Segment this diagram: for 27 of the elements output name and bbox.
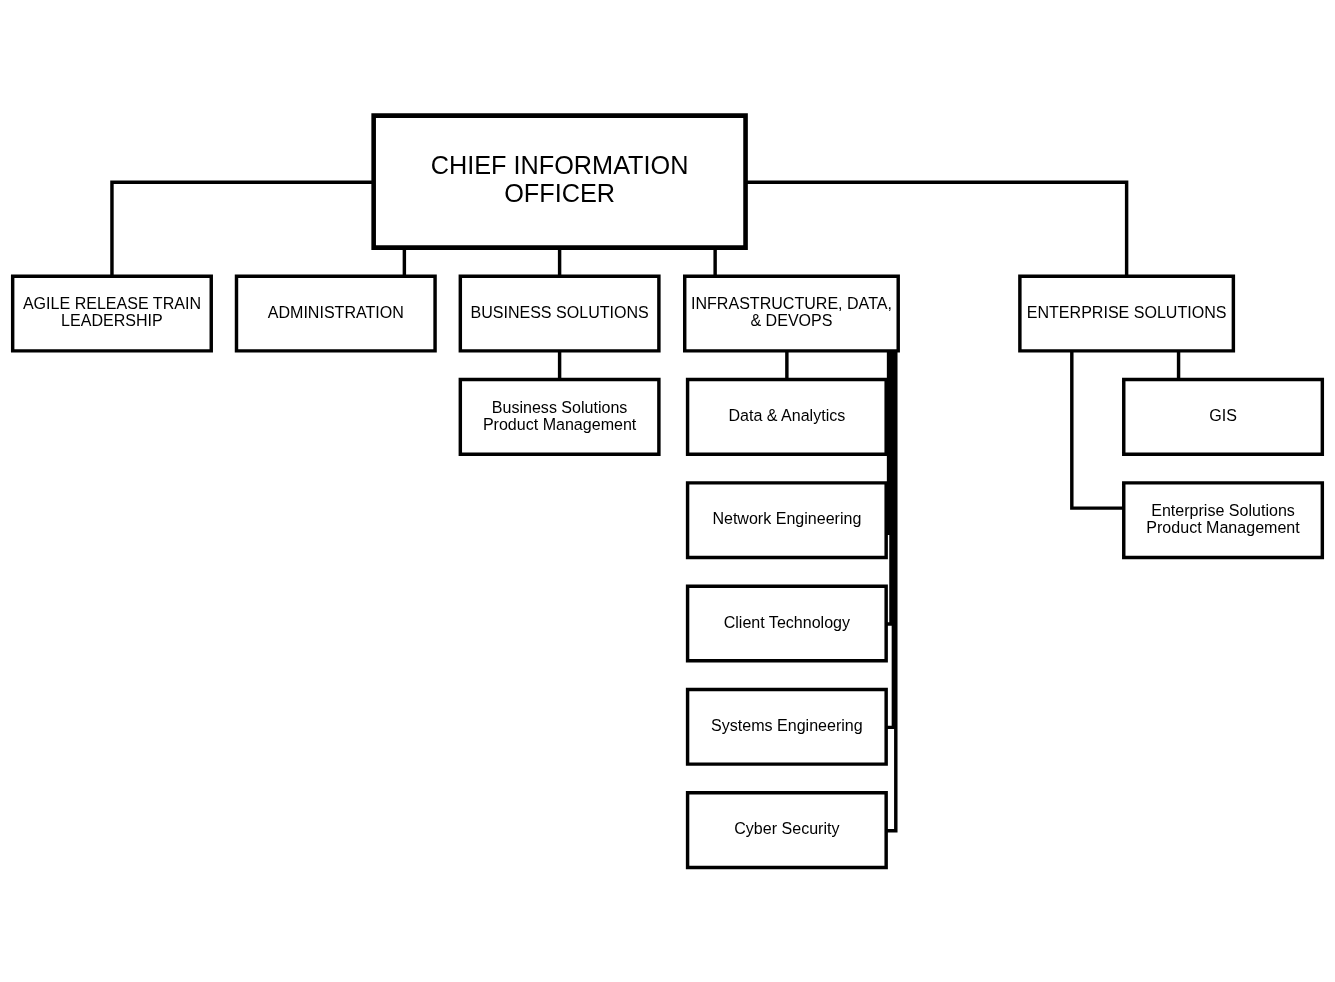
connector: [785, 350, 789, 379]
connector: [885, 350, 891, 535]
connector: [1070, 350, 1124, 510]
connector: [110, 179, 374, 276]
node-box: Client Technology: [685, 583, 888, 662]
node-box: GIS: [1122, 377, 1325, 456]
node-box: ENTERPRISE SOLUTIONS: [1018, 274, 1236, 353]
connector: [886, 350, 898, 832]
node-box: Enterprise Solutions Product Management: [1122, 480, 1325, 559]
node-box: INFRASTRUCTURE, DATA, & DEVOPS: [683, 274, 900, 353]
connector: [745, 179, 1129, 276]
node-box: AGILE RELEASE TRAIN LEADERSHIP: [10, 274, 213, 353]
node-box: Data & Analytics: [685, 377, 888, 456]
connector: [886, 350, 893, 626]
connector: [886, 350, 896, 729]
connector: [557, 350, 562, 379]
node-box: Cyber Security: [685, 790, 888, 869]
node-box: BUSINESS SOLUTIONS: [458, 274, 661, 353]
connector: [557, 247, 562, 276]
node-box: ADMINISTRATION: [234, 274, 437, 353]
node-box: Systems Engineering: [685, 687, 888, 766]
connector: [402, 247, 407, 276]
node-box: CHIEF INFORMATION OFFICER: [371, 112, 748, 250]
node-box: Network Engineering: [685, 480, 888, 559]
connector: [1176, 350, 1181, 379]
connector: [713, 247, 717, 276]
node-box: Business Solutions Product Management: [458, 377, 661, 456]
